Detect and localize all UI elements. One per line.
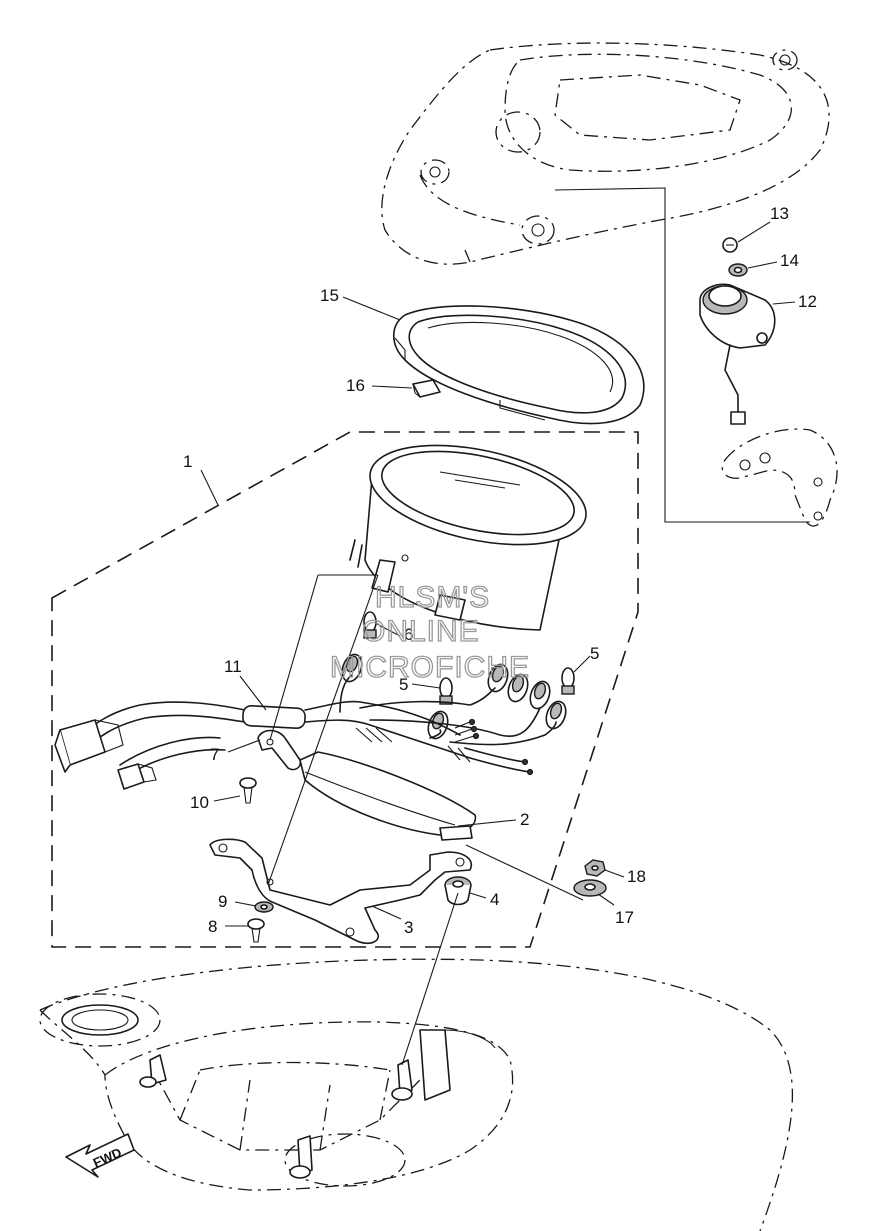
meter-assembly-boundary	[51, 431, 639, 948]
lower-body-panel	[39, 958, 793, 1231]
watermark-line3: MICROFICHE	[330, 651, 530, 684]
assembly-leader-lines	[267, 574, 584, 1066]
indicator-lamp-12	[699, 283, 776, 425]
speedometer-meter	[349, 444, 587, 631]
indicator-routing-line	[554, 187, 810, 523]
washer-9	[254, 901, 274, 913]
callout-15: 15	[320, 286, 339, 305]
callout-3: 3	[404, 918, 413, 937]
bulb-5-b	[561, 667, 575, 695]
callout-18: 18	[627, 867, 646, 886]
callout-leaders	[200, 221, 796, 927]
fwd-arrow-icon: FWD	[65, 1133, 135, 1178]
grommet-4	[444, 876, 472, 906]
watermark: HLSM'S ONLINE MICROFICHE	[329, 580, 530, 684]
washer-17	[573, 879, 607, 897]
callout-14: 14	[780, 251, 799, 270]
callout-5-right: 5	[590, 644, 599, 663]
screw-13	[722, 237, 738, 253]
callout-2: 2	[520, 810, 529, 829]
callout-8: 8	[208, 917, 217, 936]
wire-harness-11	[79, 674, 557, 776]
damper-plate-2	[299, 751, 477, 841]
callout-7: 7	[210, 745, 219, 764]
bolt-8	[247, 918, 265, 943]
watermark-line2: ONLINE	[362, 615, 480, 648]
callout-12: 12	[798, 292, 817, 311]
callout-1: 1	[183, 452, 192, 471]
callout-5-left: 5	[399, 675, 408, 694]
washer-14	[728, 263, 748, 277]
callout-10: 10	[190, 793, 209, 812]
screw-10	[239, 777, 257, 804]
meter-ring-15	[392, 305, 645, 425]
indicator-bracket	[721, 428, 838, 527]
watermark-line1: HLSM'S	[375, 581, 490, 614]
callout-13: 13	[770, 204, 789, 223]
harness-connector-large	[54, 719, 124, 773]
callout-4: 4	[490, 890, 499, 909]
callout-16: 16	[346, 376, 365, 395]
bulb-6	[363, 611, 377, 639]
meter-bracket-3	[209, 838, 472, 945]
nut-18	[584, 859, 606, 877]
callout-6: 6	[404, 625, 413, 644]
harness-connector-small	[117, 763, 157, 790]
callout-labels: 1 2 3 4 5 5 6 7 8 9 10 11 12 13 14 15 16…	[183, 204, 817, 937]
upper-cowl-housing	[381, 42, 830, 265]
clip-16	[412, 379, 441, 398]
callout-9: 9	[218, 892, 227, 911]
clamp-7	[257, 729, 302, 771]
callout-11: 11	[224, 657, 242, 676]
callout-17: 17	[615, 908, 634, 927]
